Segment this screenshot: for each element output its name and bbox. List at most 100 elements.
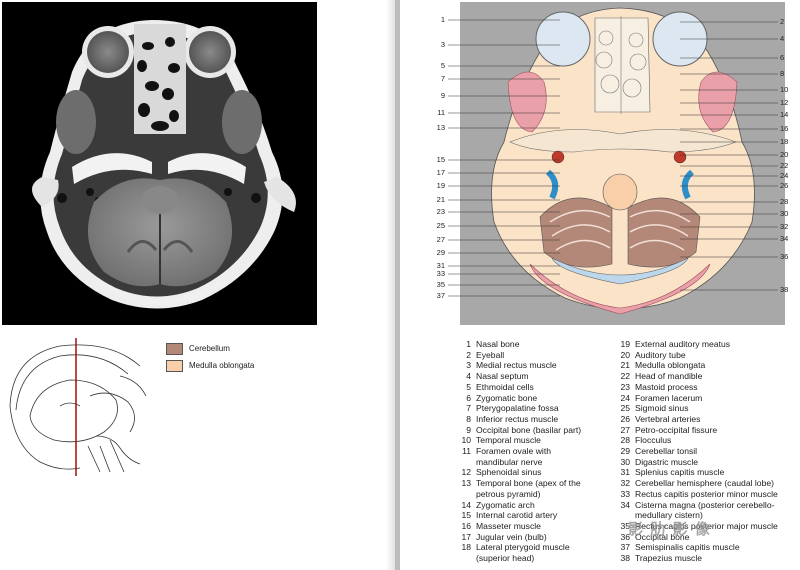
structure-item: medullary cistern): [611, 510, 799, 521]
structure-term: Foramen lacerum: [635, 392, 703, 403]
structure-item: 28 Flocculus: [611, 435, 799, 446]
structure-term: Medulla oblongata: [635, 360, 706, 371]
structure-number: 8: [466, 413, 471, 424]
diagram-number-label: 34: [780, 234, 789, 243]
structure-number: 2: [466, 349, 471, 360]
diagram-number-label: 17: [436, 168, 445, 177]
diagram-number-label: 31: [436, 261, 445, 270]
diagram-number-label: 26: [780, 181, 789, 190]
structure-number: 25: [620, 403, 630, 414]
structure-term: Auditory tube: [635, 349, 686, 360]
diagram-number-label: 7: [440, 74, 445, 83]
structure-item: 4 Nasal septum: [452, 371, 618, 382]
diagram-number-label: 18: [780, 137, 789, 146]
diagram-number-label: 28: [780, 197, 789, 206]
structure-number: 16: [461, 520, 471, 531]
structure-term: Pterygopalatine fossa: [476, 403, 559, 414]
structure-term: Vertebral arteries: [635, 413, 701, 424]
structure-term: Digastric muscle: [635, 456, 699, 467]
structure-item: 22 Head of mandible: [611, 371, 799, 382]
structure-term: Trapezius muscle: [635, 553, 703, 564]
structure-term: Masseter muscle: [476, 520, 541, 531]
structure-number: 30: [620, 456, 630, 467]
structure-number: [452, 457, 471, 468]
structure-term: Petro-occipital fissure: [635, 424, 718, 435]
structure-term: Cisterna magna (posterior cerebello-: [635, 499, 775, 510]
structure-term: Splenius capitis muscle: [635, 467, 725, 478]
structure-term: Nasal bone: [476, 339, 520, 349]
structure-item: 10 Temporal muscle: [452, 435, 618, 446]
anatomical-diagram: [460, 2, 785, 325]
diagram-number-label: 32: [780, 222, 789, 231]
structure-term: Lateral pterygoid muscle: [476, 542, 570, 553]
structure-number: 28: [620, 435, 630, 446]
diagram-number-label: 24: [780, 171, 789, 180]
structure-term: Zygomatic arch: [476, 499, 535, 510]
structure-number: 1: [466, 339, 471, 349]
structure-number: 9: [466, 424, 471, 435]
structure-number: 4: [466, 371, 471, 382]
structure-number: 6: [466, 392, 471, 403]
page-gutter: [395, 0, 400, 570]
structure-item: petrous pyramid): [452, 489, 618, 500]
structure-term: Temporal muscle: [476, 435, 541, 446]
ct-scan-image: [2, 2, 317, 325]
structure-term: Inferior rectus muscle: [476, 413, 559, 424]
structure-item: 16 Masseter muscle: [452, 521, 618, 532]
structure-number: 3: [466, 360, 471, 371]
structure-term: petrous pyramid): [476, 488, 541, 499]
medulla-swatch: [166, 359, 183, 372]
diagram-number-label: 25: [436, 221, 445, 230]
structure-number: 5: [466, 381, 471, 392]
structure-term: Sigmoid sinus: [635, 403, 689, 414]
diagram-number-label: 37: [436, 291, 445, 300]
structure-number: 34: [620, 499, 630, 510]
structure-item: 7 Pterygopalatine fossa: [452, 403, 618, 414]
structure-item: 25 Sigmoid sinus: [611, 403, 799, 414]
structure-term: (superior head): [476, 553, 535, 564]
structure-term: Flocculus: [635, 435, 672, 446]
structure-number: 17: [461, 531, 471, 542]
structure-item: 1 Nasal bone: [452, 339, 618, 350]
diagram-number-label: 11: [437, 108, 445, 117]
structure-number: 22: [620, 371, 630, 382]
structure-item: 9 Occipital bone (basilar part): [452, 425, 618, 436]
structure-number: 7: [466, 403, 471, 414]
structure-number: 29: [620, 446, 630, 457]
diagram-number-label: 4: [780, 34, 785, 43]
diagram-number-label: 13: [436, 123, 445, 132]
structure-item: 30 Digastric muscle: [611, 457, 799, 468]
diagram-number-label: 14: [780, 110, 789, 119]
legend-label: Cerebellum: [189, 344, 230, 353]
diagram-number-label: 8: [780, 69, 785, 78]
structure-term: Occipital bone (basilar part): [476, 424, 582, 435]
structure-number: 27: [620, 424, 630, 435]
diagram-number-label: 36: [780, 252, 789, 261]
structure-term: Nasal septum: [476, 371, 529, 382]
diagram-number-label: 16: [780, 124, 789, 133]
page-gutter-shadow: [386, 0, 395, 570]
structure-term: Sphenoidal sinus: [476, 467, 542, 478]
structure-term: Head of mandible: [635, 371, 703, 382]
structure-number: 13: [461, 478, 471, 489]
structure-number: 10: [461, 435, 471, 446]
structure-number: 37: [620, 542, 630, 553]
watermark: 影 肋 影 像: [628, 520, 711, 538]
cerebellum-swatch: [166, 342, 183, 355]
diagram-number-label: 30: [780, 209, 789, 218]
structure-number: 33: [620, 488, 630, 499]
